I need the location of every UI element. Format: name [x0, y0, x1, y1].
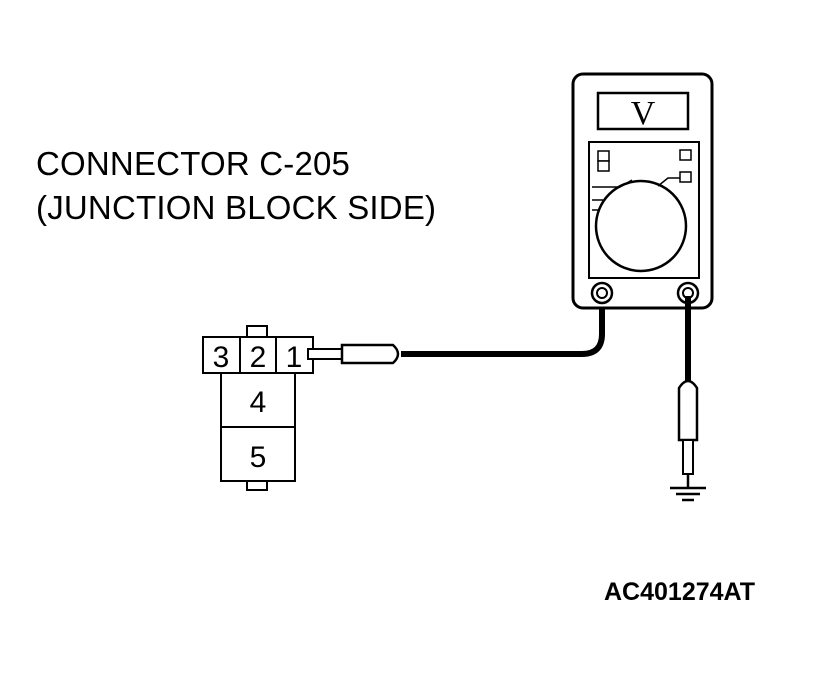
rotary-dial	[594, 179, 688, 273]
negative-probe	[677, 379, 699, 475]
ground-symbol-icon	[670, 474, 706, 502]
multimeter	[571, 72, 714, 310]
meter-display	[596, 91, 690, 131]
connector-caption: CONNECTOR C-205 (JUNCTION BLOCK SIDE)	[36, 142, 436, 230]
pin-label-3: 3	[213, 341, 230, 374]
caption-line-2: (JUNCTION BLOCK SIDE)	[36, 189, 437, 226]
caption-line-1: CONNECTOR C-205	[36, 145, 351, 182]
meter-display-unit: V	[631, 95, 656, 132]
connector-c205	[202, 325, 314, 491]
connector-top-row	[202, 336, 314, 374]
positive-probe	[307, 343, 400, 365]
pin-label-2: 2	[250, 341, 267, 374]
pin-label-4: 4	[250, 386, 267, 419]
positive-test-lead	[401, 296, 605, 357]
figure-id: AC401274AT	[604, 578, 756, 606]
pin-label-1: 1	[286, 341, 303, 374]
pin-label-5: 5	[250, 441, 267, 474]
